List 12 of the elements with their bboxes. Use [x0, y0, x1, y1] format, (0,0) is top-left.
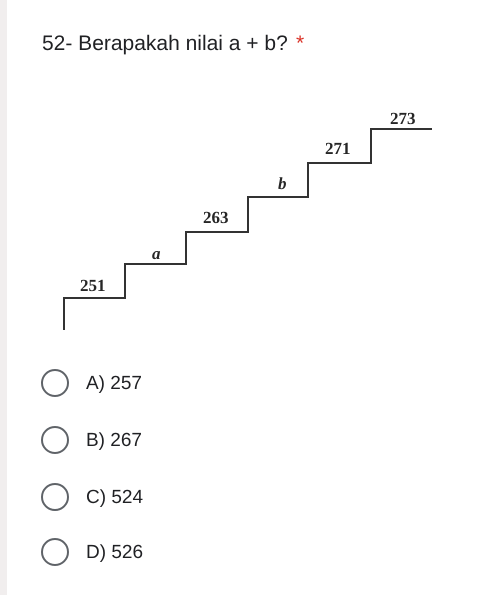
step-variable: b	[278, 174, 286, 194]
step-variable: a	[152, 244, 160, 264]
answer-option: A) 257	[86, 373, 142, 395]
step-value: 263	[203, 208, 228, 228]
answer-option: C) 524	[86, 487, 144, 509]
answer-option: D) 526	[86, 542, 144, 564]
step-value: 251	[80, 276, 106, 296]
question-text: 52- Berapakah nilai a + b?	[42, 32, 288, 56]
required-asterisk: *	[296, 32, 304, 56]
step-value: 271	[325, 139, 350, 159]
answer-option: B) 267	[86, 430, 142, 452]
step-value: 273	[390, 109, 416, 129]
